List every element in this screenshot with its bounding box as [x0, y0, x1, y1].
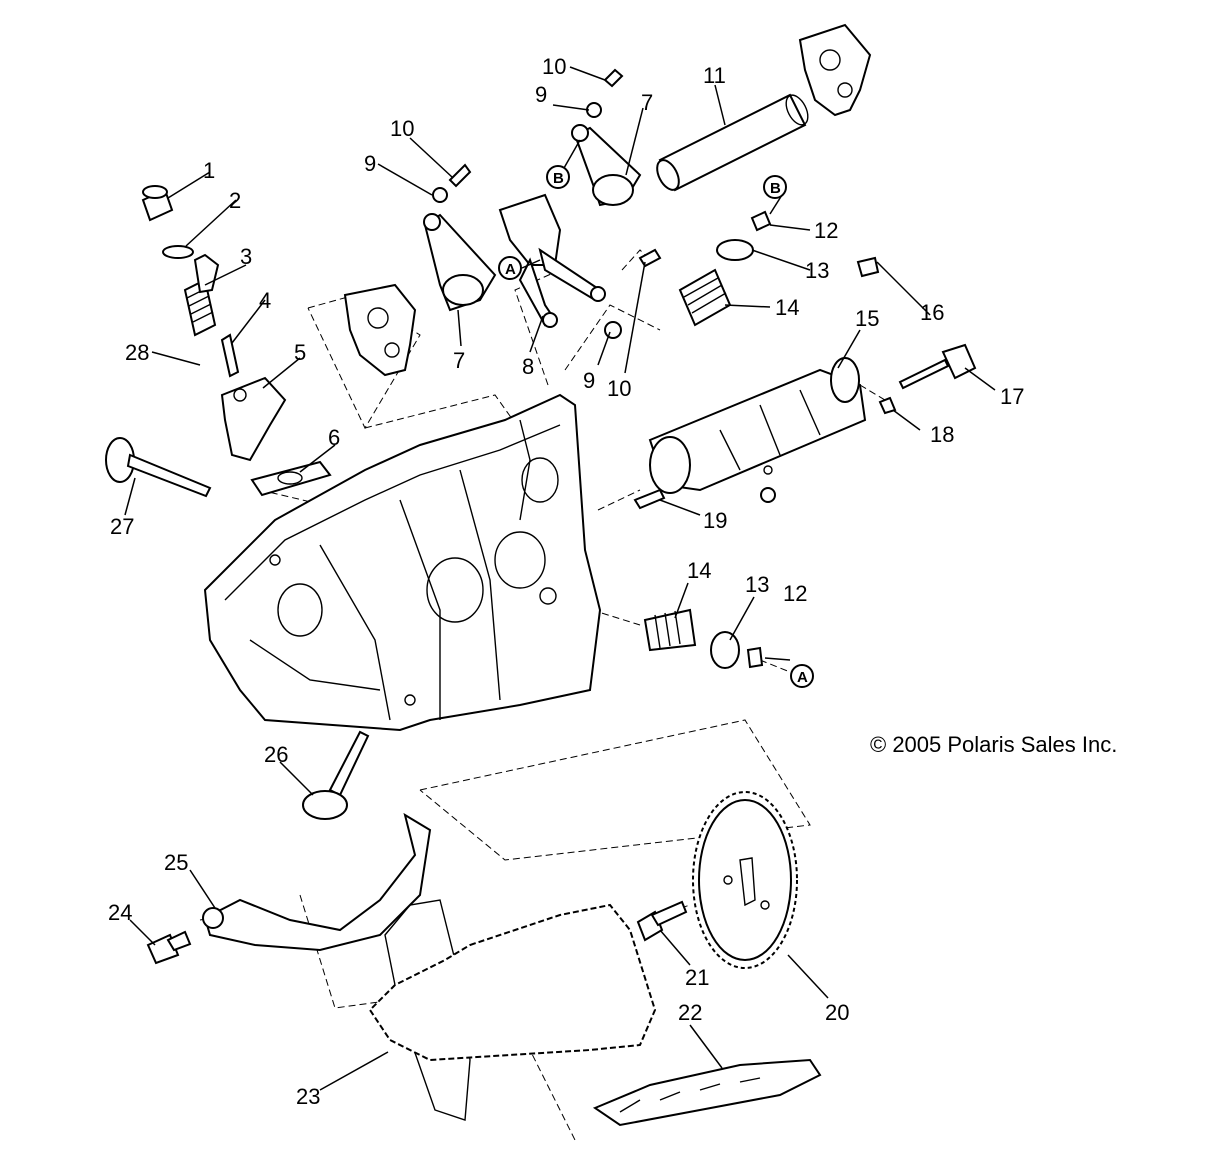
callouts: A A B B — [498, 165, 814, 688]
label-14-b: 14 — [687, 558, 711, 583]
label-14-a: 14 — [775, 295, 799, 320]
camshaft — [648, 357, 867, 503]
label-22: 22 — [678, 1000, 702, 1025]
label-9-a: 9 — [364, 151, 376, 176]
label-1: 1 — [203, 158, 215, 183]
label-7-a: 7 — [453, 348, 465, 373]
chain-tensioner — [141, 185, 332, 497]
label-28: 28 — [125, 340, 149, 365]
label-8: 8 — [522, 354, 534, 379]
label-17: 17 — [1000, 384, 1024, 409]
valves — [105, 437, 370, 820]
label-5: 5 — [294, 340, 306, 365]
label-24: 24 — [108, 900, 132, 925]
label-23: 23 — [296, 1084, 320, 1109]
label-21: 21 — [685, 965, 709, 990]
label-26: 26 — [264, 742, 288, 767]
label-10-a: 10 — [390, 116, 414, 141]
label-3: 3 — [240, 244, 252, 269]
label-9-c: 9 — [583, 368, 595, 393]
label-15: 15 — [855, 306, 879, 331]
callout-b-upper: B — [553, 170, 564, 187]
label-12-a: 12 — [814, 218, 838, 243]
part-labels: 1 2 3 4 5 6 7 7 8 9 9 9 10 10 10 11 12 1… — [108, 54, 1024, 1109]
rocker-arms — [423, 124, 642, 328]
tensioner-blade — [146, 812, 432, 965]
label-16: 16 — [920, 300, 944, 325]
cam-sprocket — [692, 791, 798, 969]
callout-a-lower: A — [797, 669, 808, 686]
sprocket-bolt — [636, 900, 688, 942]
label-2: 2 — [229, 188, 241, 213]
cam-holder-left — [343, 283, 417, 377]
label-13-a: 13 — [805, 258, 829, 283]
callout-a-upper: A — [505, 261, 516, 278]
copyright-text: © 2005 Polaris Sales Inc. — [870, 732, 1117, 757]
chain-guide — [592, 1058, 822, 1127]
cam-chain — [368, 903, 657, 1062]
label-20: 20 — [825, 1000, 849, 1025]
label-25: 25 — [164, 850, 188, 875]
label-13-b: 13 — [745, 572, 769, 597]
callout-b-right: B — [770, 180, 781, 197]
label-6: 6 — [328, 425, 340, 450]
label-10-b: 10 — [542, 54, 566, 79]
cylinder-head — [203, 393, 602, 732]
rocker-shaft — [656, 93, 809, 192]
label-11: 11 — [703, 63, 726, 88]
label-18: 18 — [930, 422, 954, 447]
label-4: 4 — [259, 288, 271, 313]
cam-holder-right — [798, 23, 872, 117]
label-10-c: 10 — [607, 376, 631, 401]
label-12-b: 12 — [783, 581, 807, 606]
small-parts — [633, 256, 977, 510]
label-9-b: 9 — [535, 82, 547, 107]
label-27: 27 — [110, 514, 134, 539]
valve-springs — [643, 210, 772, 669]
label-7-b: 7 — [641, 90, 653, 115]
label-19: 19 — [703, 508, 727, 533]
